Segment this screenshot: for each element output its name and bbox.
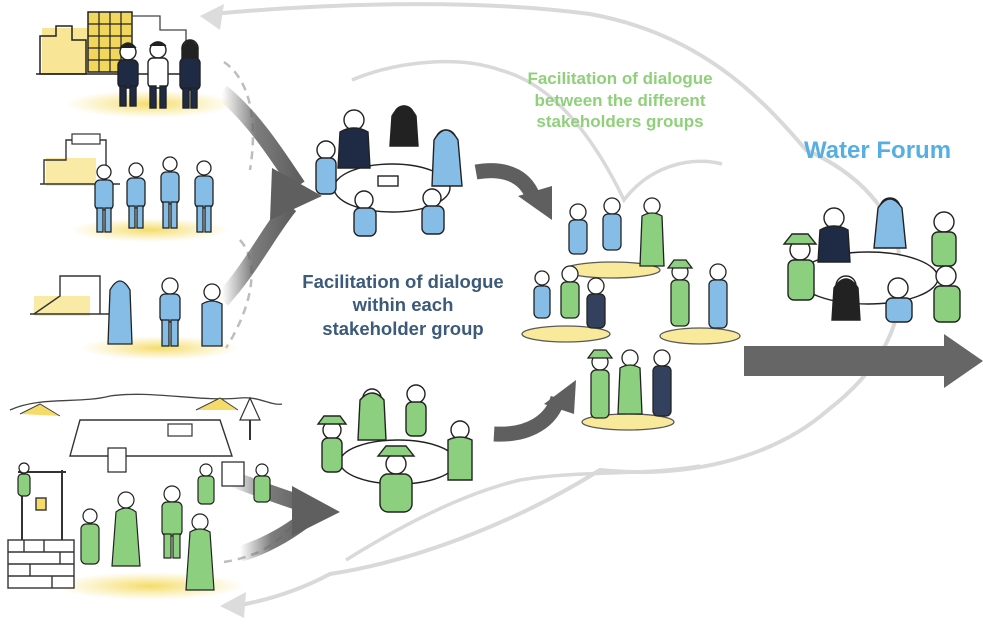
label-within-line-2: within each	[352, 294, 454, 316]
institution-staff-scene	[40, 133, 230, 242]
cloud-lower-curve	[345, 464, 701, 562]
cloud-arrowhead-bottom	[220, 592, 246, 618]
community-meeting-table	[316, 384, 473, 513]
label-dialogue-between-groups: Facilitation of dialogue between the dif…	[505, 68, 735, 133]
city-officials-scene	[36, 11, 235, 118]
water-forum-table	[782, 197, 961, 323]
label-between-line-2: between the different	[534, 90, 706, 110]
well-icon	[7, 470, 75, 589]
converging-arrows-bottom	[227, 470, 340, 562]
dashed-return-mid	[224, 239, 253, 349]
converging-arrows-top	[214, 85, 322, 306]
village-well-scene	[7, 393, 283, 600]
group-meeting-table	[315, 105, 463, 237]
multi-stakeholder-gathering	[521, 197, 741, 431]
label-within-line-3: stakeholder group	[322, 317, 484, 339]
label-dialogue-within-group: Facilitation of dialogue within each sta…	[278, 270, 528, 340]
arrow-to-centre-top	[474, 163, 552, 220]
label-between-line-1: Facilitation of dialogue	[527, 69, 713, 88]
main-output-arrow	[744, 334, 983, 388]
label-within-line-1: Facilitation of dialogue	[302, 271, 504, 292]
label-water-forum: Water Forum	[803, 137, 952, 164]
label-between-line-3: stakeholders groups	[536, 112, 704, 132]
arrow-to-centre-bottom	[493, 380, 576, 442]
cloud-arrowhead-top	[200, 4, 224, 30]
community-scene	[30, 275, 240, 360]
dashed-return-top	[223, 60, 255, 171]
cloud-inner-curve	[351, 59, 723, 204]
